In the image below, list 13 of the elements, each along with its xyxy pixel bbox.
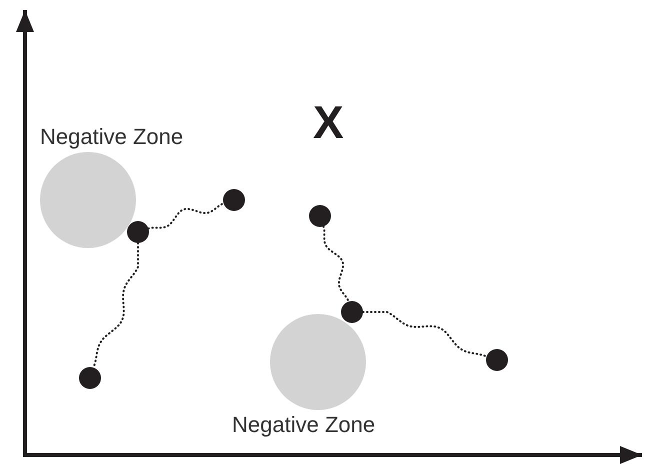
zone-label: Negative Zone: [40, 124, 184, 150]
dot: [223, 189, 245, 211]
dotted-path: [322, 225, 350, 303]
dot: [79, 367, 101, 389]
dotted-path: [92, 242, 139, 369]
dotted-path: [362, 311, 488, 358]
dot: [341, 301, 363, 323]
dotted-path: [147, 202, 225, 230]
dot: [486, 349, 508, 371]
dot: [127, 221, 149, 243]
variable-label: X: [313, 98, 344, 146]
zone-label: Negative Zone: [232, 412, 376, 438]
dot: [309, 205, 331, 227]
